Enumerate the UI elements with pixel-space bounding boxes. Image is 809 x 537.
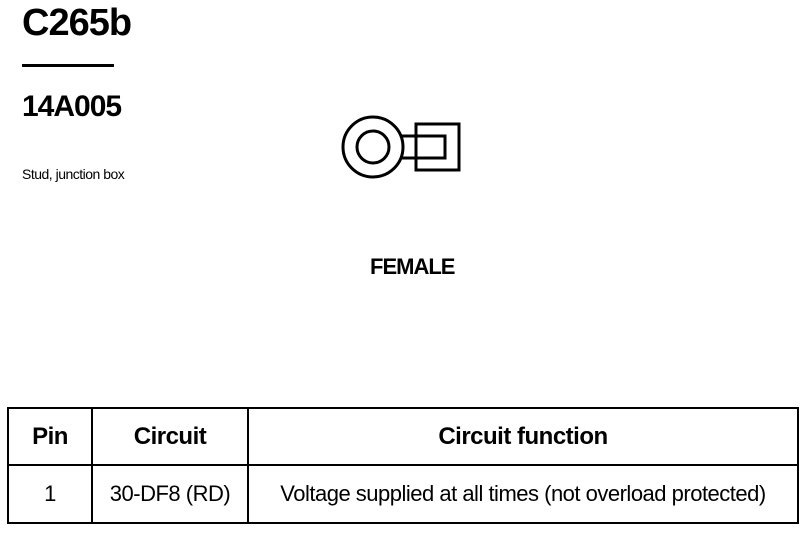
cell-circuit: 30-DF8 (RD)	[91, 464, 249, 524]
connector-id: C265b	[22, 2, 132, 44]
header-circuit-function: Circuit function	[247, 407, 799, 466]
cell-circuit-function: Voltage supplied at all times (not overl…	[247, 464, 799, 524]
part-number: 14A005	[22, 90, 122, 123]
connector-description: Stud, junction box	[22, 166, 125, 182]
pin-table: Pin Circuit Circuit function 1 30-DF8 (R…	[7, 407, 799, 524]
table-row: 1 30-DF8 (RD) Voltage supplied at all ti…	[7, 464, 799, 524]
header-circuit: Circuit	[91, 407, 249, 466]
title-underline	[22, 64, 114, 67]
connector-gender-label: FEMALE	[370, 254, 455, 279]
ring-terminal-icon	[341, 115, 461, 179]
pin-table-header-row: Pin Circuit Circuit function	[7, 407, 799, 466]
header-pin: Pin	[7, 407, 93, 466]
cell-pin: 1	[7, 464, 93, 524]
